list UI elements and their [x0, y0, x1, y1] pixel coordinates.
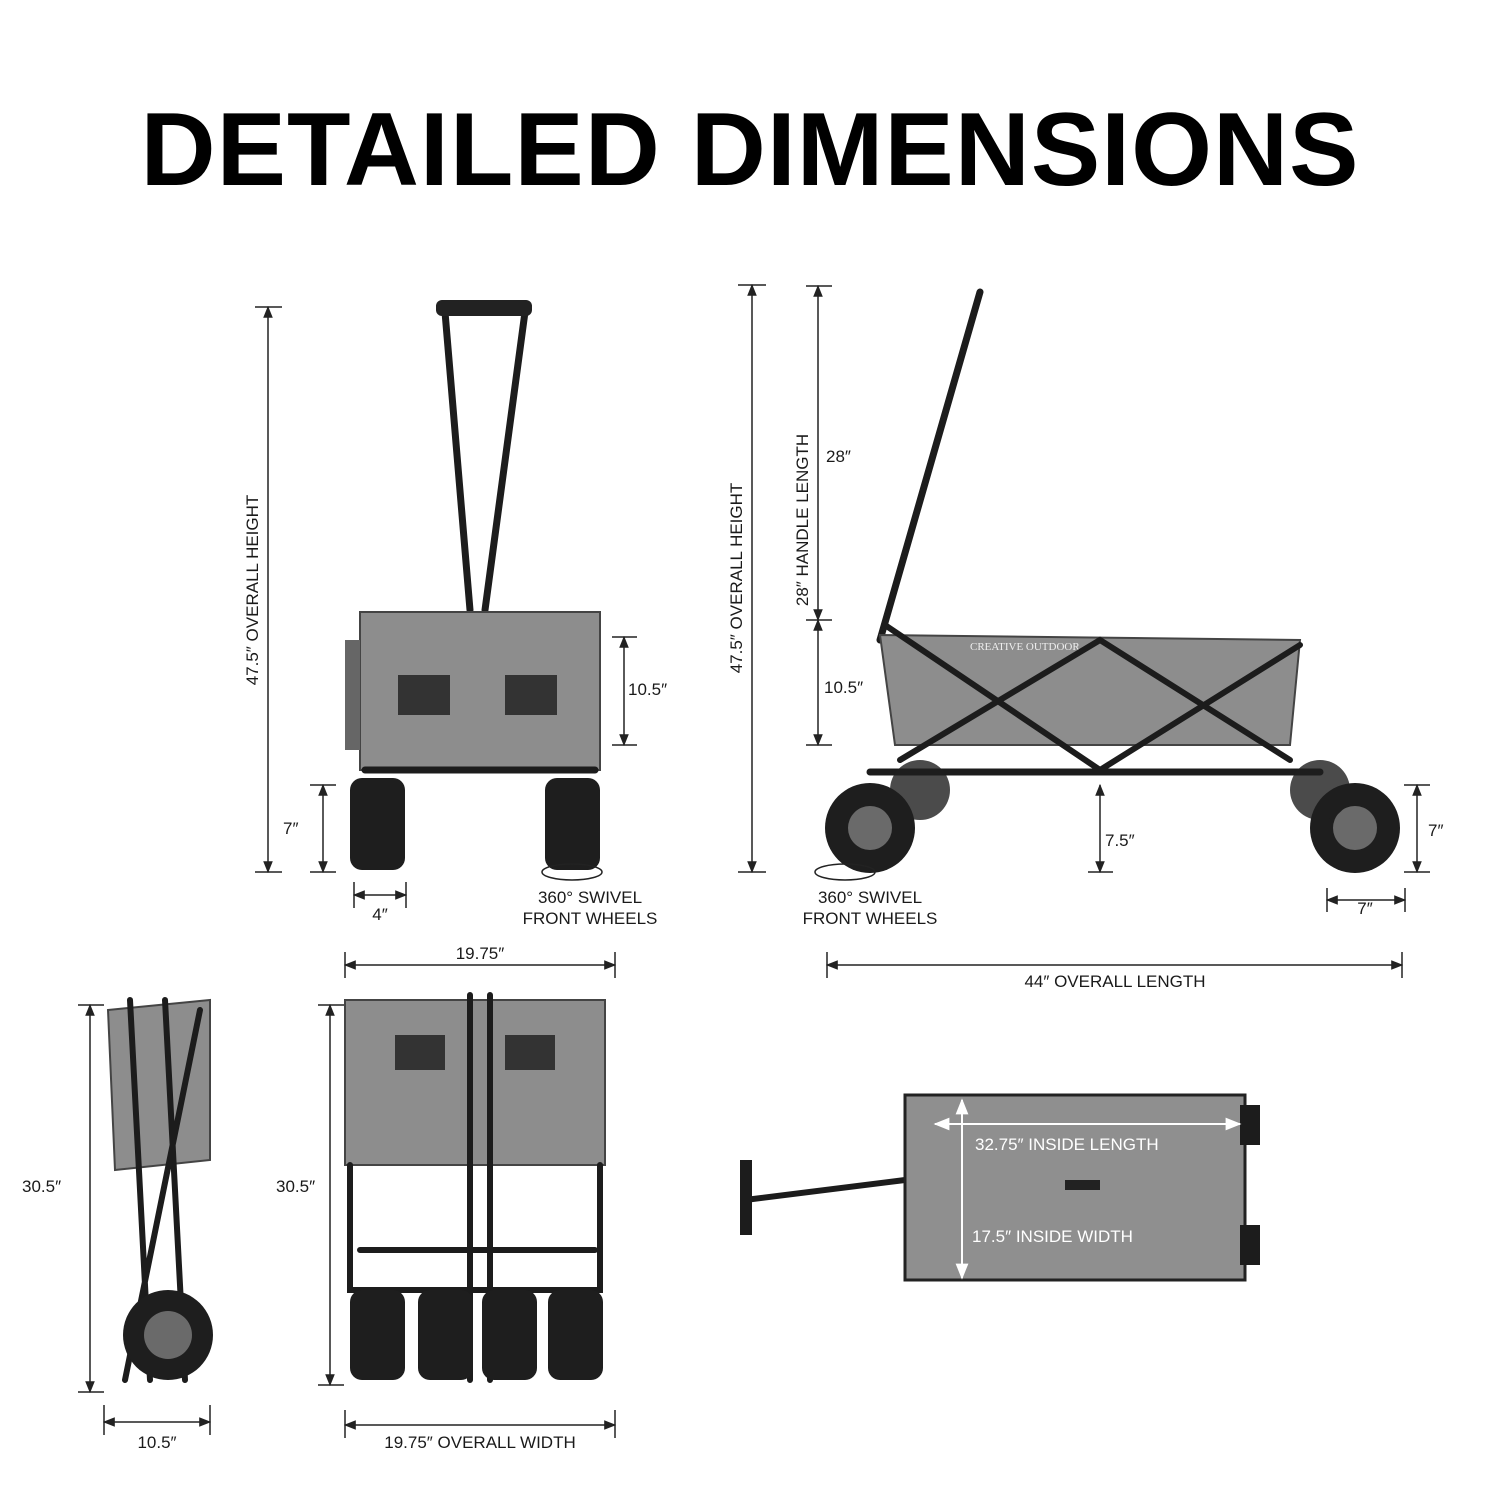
side-view-wagon-illustration: CREATIVE OUTDOOR — [825, 288, 1400, 873]
folded-rear-height-label: 30.5″ — [276, 1177, 315, 1196]
overall-width-dimension: 19.75″ OVERALL WIDTH — [343, 1410, 617, 1452]
front-swivel-line2: FRONT WHEELS — [523, 909, 658, 928]
front-overall-height-dimension: 47.5″ OVERALL HEIGHT — [243, 305, 282, 874]
overall-width-label: 19.75″ OVERALL WIDTH — [384, 1433, 576, 1452]
side-wheel-height-label: 7″ — [1428, 821, 1443, 840]
side-swivel-line2: FRONT WHEELS — [803, 909, 938, 928]
front-wheel-height-label: 7″ — [283, 819, 298, 838]
folded-rear-height-dimension: 30.5″ — [276, 1003, 344, 1387]
side-basket-height-label: 10.5″ — [824, 678, 863, 697]
folded-depth-label: 10.5″ — [137, 1433, 176, 1452]
front-view-wagon-illustration — [345, 300, 601, 870]
side-swivel-note: 360° SWIVEL FRONT WHEELS — [803, 863, 938, 928]
folded-side-illustration — [106, 997, 213, 1383]
side-wheel-height-dimension: 7″ — [1404, 783, 1443, 874]
folded-top-width-dimension: 19.75″ — [343, 944, 617, 978]
front-basket-height-label: 10.5″ — [628, 680, 667, 699]
ground-clearance-dimension: 7.5″ — [1088, 783, 1135, 874]
folded-depth-dimension: 10.5″ — [102, 1405, 212, 1452]
handle-length-label: 28″ HANDLE LENGTH — [793, 434, 812, 606]
inside-width-label: 17.5″ INSIDE WIDTH — [972, 1227, 1133, 1246]
page-title: DETAILED DIMENSIONS — [141, 92, 1360, 208]
inside-length-dimension: 32.75″ INSIDE LENGTH — [933, 1117, 1242, 1154]
overall-length-dimension: 44″ OVERALL LENGTH — [825, 952, 1404, 991]
handle-length-dimension: 28″ HANDLE LENGTH 28″ — [793, 284, 851, 622]
folded-rear-illustration — [344, 992, 606, 1383]
side-overall-height-dimension: 47.5″ OVERALL HEIGHT — [727, 283, 766, 874]
ground-clearance-label: 7.5″ — [1105, 831, 1135, 850]
folded-height-dimension: 30.5″ — [22, 1003, 104, 1394]
inside-length-label: 32.75″ INSIDE LENGTH — [975, 1135, 1159, 1154]
top-view-illustration — [740, 1093, 1260, 1282]
front-wheel-width-dimension: 4″ — [352, 882, 408, 924]
side-swivel-line1: 360° SWIVEL — [818, 888, 922, 907]
side-basket-height-dimension: 10.5″ — [806, 618, 863, 747]
inside-width-dimension: 17.5″ INSIDE WIDTH — [955, 1098, 1133, 1280]
front-swivel-line1: 360° SWIVEL — [538, 888, 642, 907]
folded-top-width-label: 19.75″ — [456, 944, 505, 963]
front-wheel-width-label: 4″ — [372, 905, 387, 924]
side-wheel-width-label: 7″ — [1357, 899, 1372, 918]
front-swivel-note: 360° SWIVEL FRONT WHEELS — [523, 863, 658, 928]
handle-length-value: 28″ — [826, 447, 851, 466]
front-basket-height-dimension: 10.5″ — [612, 635, 667, 747]
side-wheel-width-dimension: 7″ — [1325, 888, 1407, 918]
side-overall-height-label: 47.5″ OVERALL HEIGHT — [727, 483, 746, 674]
front-overall-height-label: 47.5″ OVERALL HEIGHT — [243, 495, 262, 686]
folded-height-label: 30.5″ — [22, 1177, 61, 1196]
front-wheel-height-dimension: 7″ — [283, 783, 336, 874]
brand-logo: CREATIVE OUTDOOR — [970, 641, 1080, 653]
overall-length-label: 44″ OVERALL LENGTH — [1024, 972, 1205, 991]
